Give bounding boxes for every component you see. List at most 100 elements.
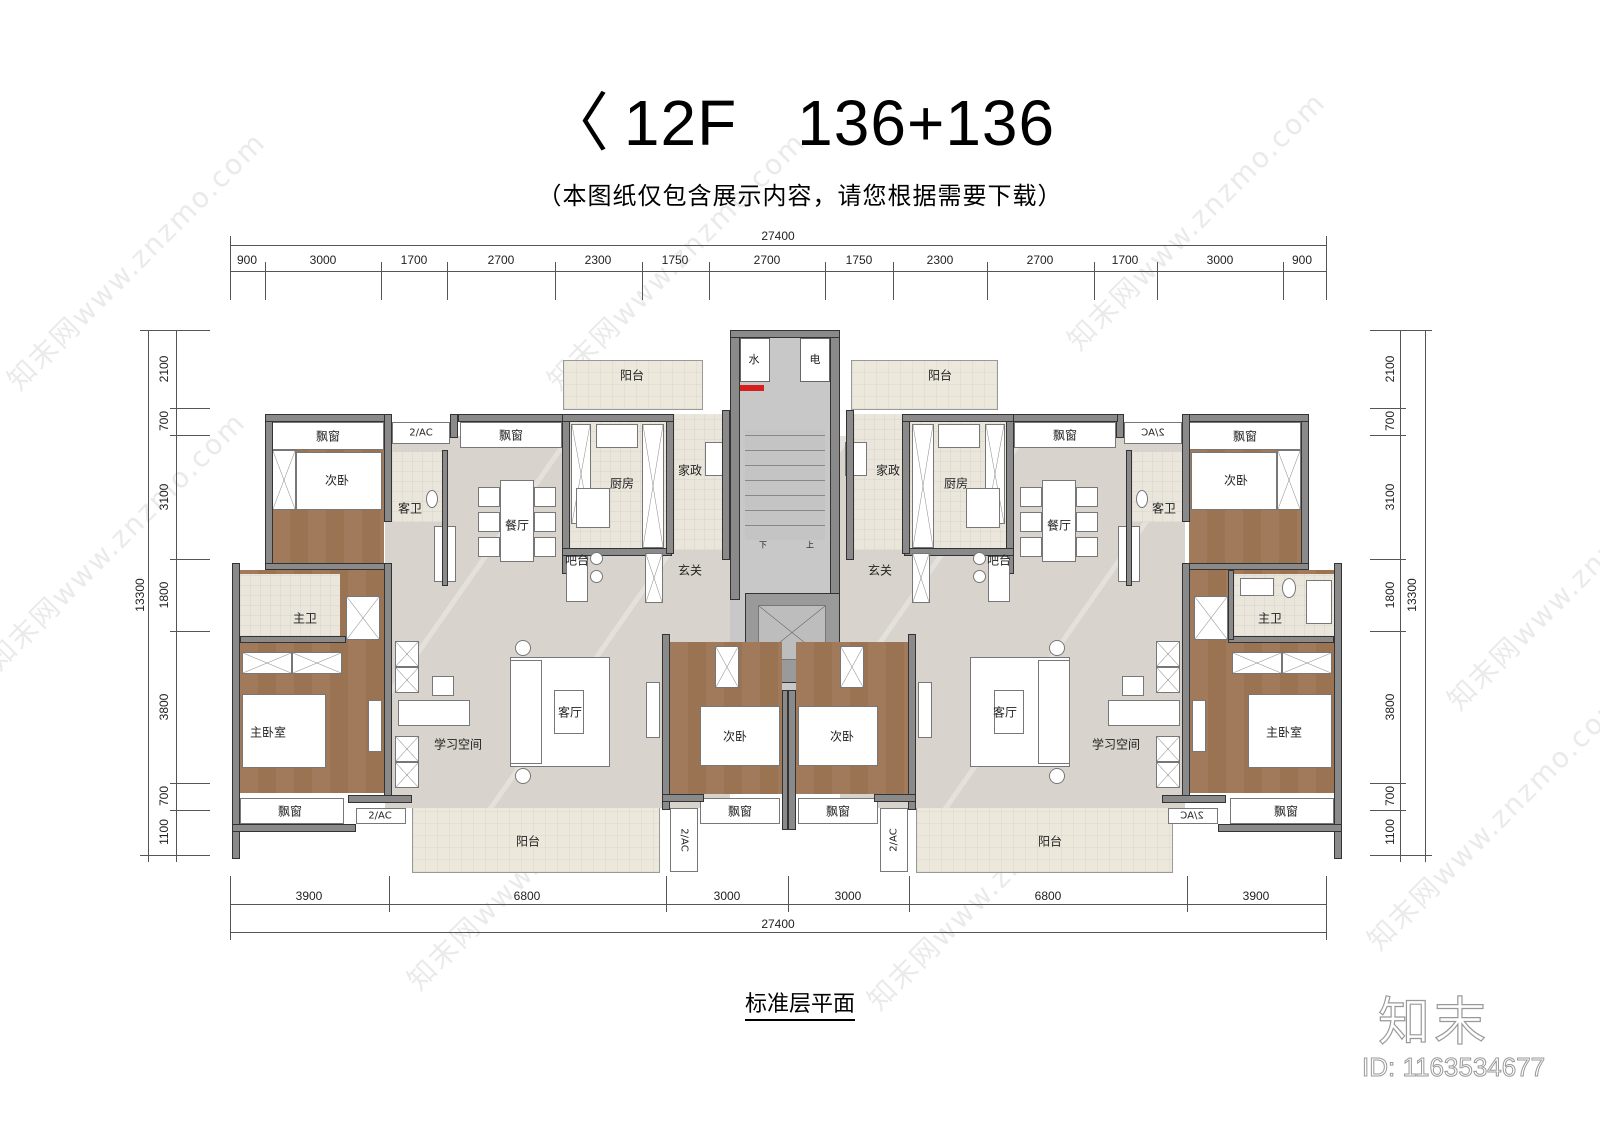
- dim-seg: 3900: [295, 889, 323, 903]
- label-bedroom2: 次卧: [324, 473, 350, 488]
- ac-unit: [880, 808, 908, 872]
- chair: [534, 537, 556, 557]
- dim-seg: 1100: [1383, 819, 1397, 845]
- label-balcony: 阳台: [1037, 834, 1063, 849]
- dim-seg: 6800: [513, 889, 541, 903]
- dim-seg: 1750: [661, 253, 689, 267]
- sink: [596, 424, 638, 448]
- bookshelf: [395, 762, 419, 788]
- dim-seg: 6800: [1034, 889, 1062, 903]
- label-bay-window: 飘窗: [1273, 804, 1299, 819]
- label-bar: 吧台: [986, 553, 1012, 568]
- label-entry: 玄关: [867, 563, 893, 578]
- ac-unit: [1168, 808, 1218, 824]
- bookshelf: [395, 641, 419, 667]
- dim-seg: 700: [1383, 785, 1397, 807]
- chair: [1076, 512, 1098, 532]
- bed: [296, 452, 382, 510]
- dim-seg: 2100: [157, 355, 171, 383]
- sofa: [510, 660, 542, 764]
- wardrobe: [715, 646, 739, 688]
- label-bay-window: 飘窗: [727, 804, 753, 819]
- label-master-bath: 主卫: [1257, 611, 1283, 626]
- bookshelf: [1156, 762, 1180, 788]
- bay-window: [1014, 422, 1116, 448]
- top-total-dim: 27400: [761, 229, 795, 243]
- bay-window: [700, 798, 780, 824]
- coffee-table: [554, 690, 584, 734]
- label-guest-bath: 客卫: [397, 501, 423, 516]
- wardrobe: [1277, 450, 1301, 510]
- label-dining: 餐厅: [504, 518, 530, 533]
- label-kitchen: 厨房: [609, 476, 635, 491]
- wardrobe: [1282, 652, 1332, 674]
- cabinet: [642, 424, 664, 548]
- label-entry: 玄关: [677, 563, 703, 578]
- sofa: [1038, 660, 1070, 764]
- lamp-icon: [1049, 640, 1065, 656]
- chair: [1122, 676, 1144, 696]
- label-study: 学习空间: [1091, 737, 1141, 752]
- caption-text: 标准层平面: [744, 992, 855, 1021]
- shower: [1306, 580, 1332, 624]
- stool: [973, 552, 986, 565]
- bay-window: [272, 422, 384, 450]
- dim-seg: 1750: [845, 253, 873, 267]
- stair-up-label: 上: [806, 540, 814, 550]
- bookshelf: [1156, 667, 1180, 693]
- utility-floor: [674, 414, 722, 550]
- guest-bath-floor: [1132, 452, 1182, 522]
- chair: [534, 512, 556, 532]
- dim-seg: 3000: [834, 889, 862, 903]
- dim-seg: 3900: [1242, 889, 1270, 903]
- label-living: 客厅: [557, 705, 583, 720]
- wardrobe: [840, 646, 864, 688]
- wardrobe: [1232, 652, 1282, 674]
- chair: [432, 676, 454, 696]
- unit-combo-label: 136+136: [797, 87, 1056, 159]
- right-total-dim: 13300: [1405, 578, 1419, 612]
- ac-unit: [356, 808, 406, 824]
- label-master-bedroom: 主卧室: [249, 725, 287, 740]
- dining-table: [1042, 480, 1076, 562]
- label-living: 客厅: [992, 705, 1018, 720]
- tv-cabinet: [1192, 700, 1206, 752]
- utility-floor: [854, 414, 902, 550]
- watermark: 知末网www.znzmo.com: [0, 405, 253, 677]
- bed: [700, 706, 780, 766]
- label-electric: 电: [809, 353, 821, 366]
- bed: [242, 694, 326, 768]
- label-bay-window: 飘窗: [825, 804, 851, 819]
- chair: [1076, 537, 1098, 557]
- floors-label: 12F: [623, 87, 738, 159]
- left-total-dim: 13300: [133, 578, 147, 612]
- chair: [478, 537, 500, 557]
- wardrobe: [292, 652, 342, 674]
- label-bedroom2: 次卧: [1223, 473, 1249, 488]
- dim-seg: 3100: [1383, 483, 1397, 511]
- wardrobe: [272, 450, 296, 510]
- wardrobe: [1194, 596, 1228, 640]
- toilet-icon: [426, 490, 438, 508]
- label-balcony: 阳台: [927, 368, 953, 383]
- lamp-icon: [1049, 768, 1065, 784]
- tv-cabinet: [918, 682, 932, 738]
- balcony-bottom-left: [412, 805, 660, 873]
- balcony-top-left: [563, 360, 703, 410]
- bar-counter: [988, 556, 1010, 602]
- label-balcony: 阳台: [515, 834, 541, 849]
- chair: [1020, 512, 1042, 532]
- dim-seg: 3100: [157, 483, 171, 511]
- sink: [938, 424, 980, 448]
- bay-window: [240, 798, 344, 824]
- label-ac: 2/AC: [368, 810, 392, 822]
- desk: [398, 700, 470, 726]
- bay-window: [1230, 798, 1334, 824]
- dim-seg: 2700: [487, 253, 515, 267]
- water-shaft: [740, 338, 770, 382]
- desk: [1108, 700, 1180, 726]
- dim-seg: 3800: [1383, 693, 1397, 721]
- dim-seg: 3000: [713, 889, 741, 903]
- fridge: [576, 488, 610, 528]
